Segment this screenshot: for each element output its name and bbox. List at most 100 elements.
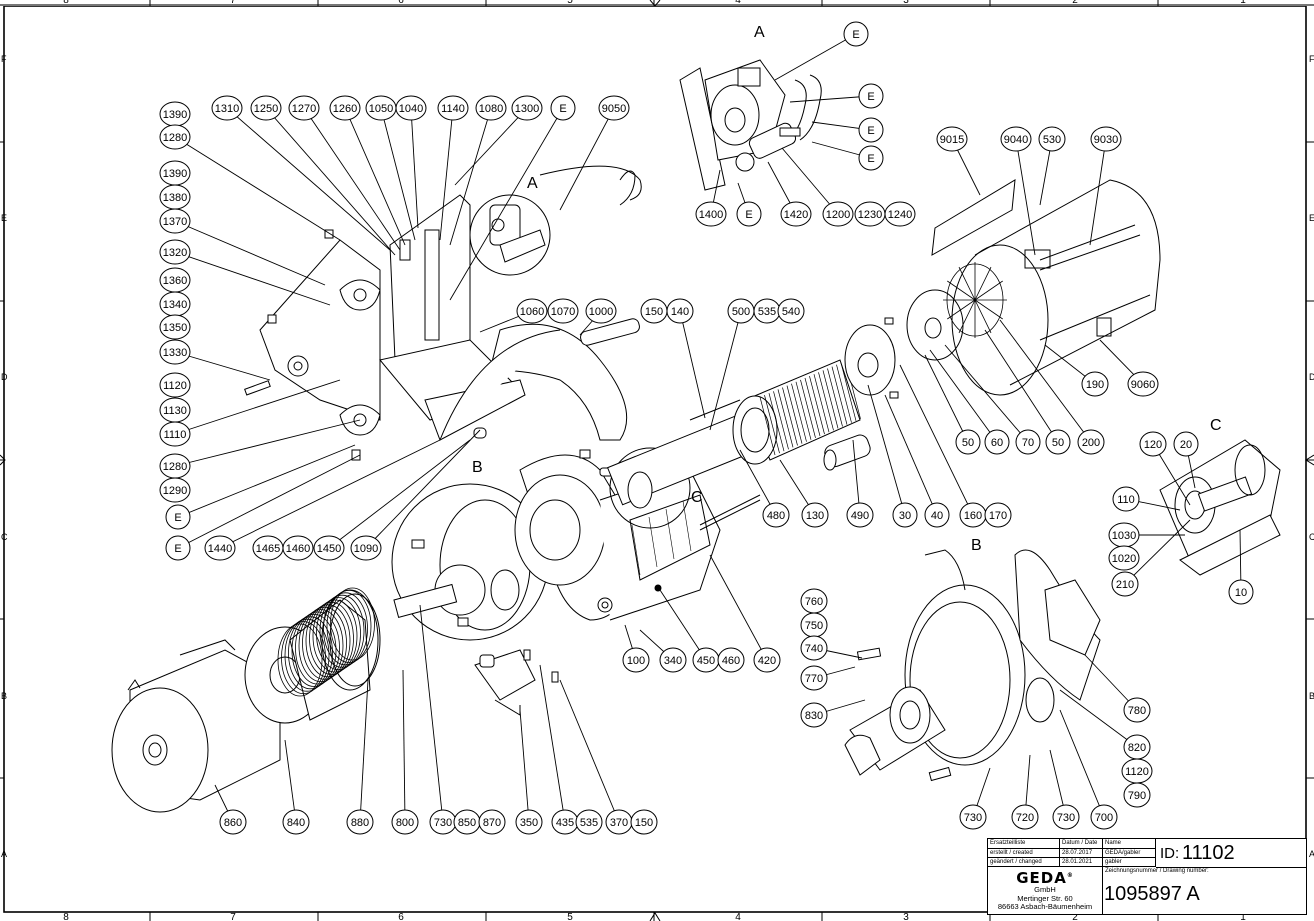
leader-line <box>659 589 707 661</box>
balloon-circle <box>165 535 191 561</box>
stator-fin <box>813 374 830 433</box>
balloon-760: 760 <box>800 588 828 614</box>
balloon-circle <box>800 635 828 661</box>
fan-housing <box>951 179 1161 396</box>
centering-mark-right <box>1305 454 1314 466</box>
balloon-label: 10 <box>1235 587 1247 599</box>
header-name: Name <box>1103 839 1156 849</box>
balloon-circle <box>1052 804 1080 830</box>
balloon-9015: 9015 <box>936 126 968 152</box>
fan-blade <box>974 266 992 301</box>
stator-fin <box>831 366 848 425</box>
balloon-circle <box>846 502 874 528</box>
balloon-1420: 1420 <box>780 201 812 227</box>
frame-row-label: B <box>1309 691 1314 701</box>
rope-winding <box>305 604 351 678</box>
leader-line <box>679 310 706 419</box>
balloon-label: 1070 <box>551 306 575 318</box>
registered-mark: ® <box>1066 872 1074 879</box>
balloon-label: 100 <box>627 655 645 667</box>
balloon-100: 100 <box>622 647 650 673</box>
balloon-circle <box>159 124 191 150</box>
frame-column-label: 8 <box>63 912 69 921</box>
balloon-label: 60 <box>991 437 1003 449</box>
frame-row-label: C <box>1 532 8 542</box>
balloon-850: 850 <box>453 809 481 835</box>
leader-line <box>519 709 530 823</box>
balloon-circle <box>936 126 968 152</box>
balloon-E: E <box>858 145 884 171</box>
balloon-circle <box>547 298 579 324</box>
leader-line <box>328 439 471 549</box>
balloon-label: 1420 <box>784 209 808 221</box>
balloon-circle <box>753 647 781 673</box>
balloon-730: 730 <box>1052 804 1080 830</box>
balloon-circle <box>395 95 427 121</box>
stator-fin <box>795 381 812 440</box>
balloon-circle <box>282 809 310 835</box>
motor-end-shield <box>844 317 899 399</box>
balloon-label: E <box>852 29 859 41</box>
balloon-label: 9050 <box>602 103 626 115</box>
leader-line <box>439 107 454 241</box>
balloon-1090: 1090 <box>350 535 382 561</box>
rope-winding <box>277 623 323 697</box>
detail-letters: A A B B C C <box>472 24 1222 554</box>
leader-line <box>1015 138 1036 256</box>
balloon-circle <box>165 504 191 530</box>
balloon-circle <box>346 809 374 835</box>
balloon-E: E <box>550 95 576 121</box>
balloon-1050: 1050 <box>365 95 397 121</box>
balloon-20: 20 <box>1173 431 1199 457</box>
rope-winding <box>330 587 375 661</box>
balloon-label: 535 <box>758 306 776 318</box>
balloon-1280: 1280 <box>159 124 191 150</box>
detail-b-title: B <box>971 537 982 554</box>
balloon-840: 840 <box>282 809 310 835</box>
balloon-1200: 1200 <box>822 201 854 227</box>
balloon-label: 840 <box>287 817 305 829</box>
logo-text: GEDA <box>1016 869 1067 887</box>
balloon-label: 1390 <box>163 109 187 121</box>
balloon-circle <box>159 477 191 503</box>
leader-line <box>1089 138 1107 246</box>
frame-row-label: A <box>1 849 7 859</box>
frame-column-label: 4 <box>735 0 741 6</box>
balloon-label: 370 <box>610 817 628 829</box>
balloon-label: 1240 <box>888 209 912 221</box>
leader-line <box>177 454 361 549</box>
balloon-circle <box>204 535 236 561</box>
detail-a-hose-connection <box>679 59 822 191</box>
balloon-label: 1340 <box>163 299 187 311</box>
brake-module <box>629 494 761 592</box>
balloon-30: 30 <box>892 502 918 528</box>
created-label: erstellt / created <box>988 849 1060 858</box>
balloon-1230: 1230 <box>854 201 886 227</box>
balloon-860: 860 <box>219 809 247 835</box>
leader-line <box>402 669 406 823</box>
balloon-820: 820 <box>1123 734 1151 760</box>
fan-assembly <box>906 262 1007 361</box>
balloon-label: 1330 <box>163 347 187 359</box>
balloon-circle <box>984 429 1010 455</box>
balloon-E: E <box>858 117 884 143</box>
balloon-circle <box>800 665 828 691</box>
leader-line <box>559 679 620 823</box>
balloon-circle <box>575 809 603 835</box>
balloon-800: 800 <box>391 809 419 835</box>
balloon-circle <box>801 502 829 528</box>
detail-c-marker: C <box>691 489 703 506</box>
balloon-160: 160 <box>959 502 987 528</box>
frame-column-label: 8 <box>63 0 69 6</box>
stator-fin <box>791 383 807 442</box>
leader-line <box>929 349 998 443</box>
balloon-label: 190 <box>1086 379 1104 391</box>
balloon-label: 535 <box>580 817 598 829</box>
leader-line <box>867 384 906 516</box>
frame-column-label: 1 <box>1240 0 1246 6</box>
leader-line <box>884 394 938 516</box>
balloon-370: 370 <box>605 809 633 835</box>
balloon-circle <box>659 647 687 673</box>
address-city: 86663 Asbach-Bäumenheim <box>997 902 1093 911</box>
